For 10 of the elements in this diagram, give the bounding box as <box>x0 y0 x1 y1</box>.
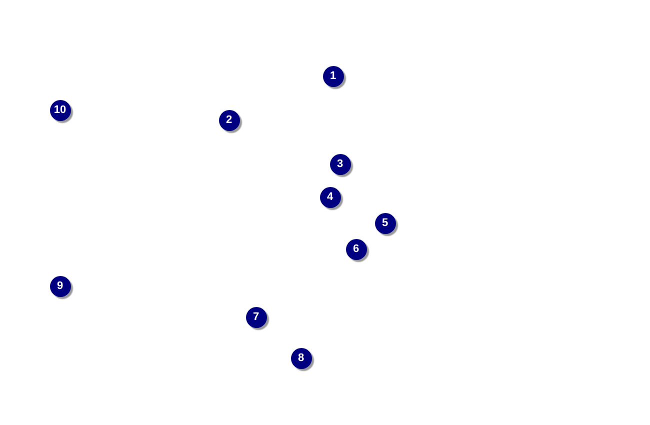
callout-number: 3 <box>330 154 350 174</box>
callout-number: 1 <box>322 66 344 86</box>
callout-number: 5 <box>374 212 396 234</box>
callout-number: 7 <box>246 306 266 328</box>
callout-number: 8 <box>290 348 312 368</box>
callout-number: 4 <box>320 186 340 208</box>
callout-number: 9 <box>50 276 70 296</box>
callout-number: 2 <box>218 110 240 130</box>
callout-number: 10 <box>50 100 70 120</box>
callout-number: 6 <box>346 238 366 260</box>
